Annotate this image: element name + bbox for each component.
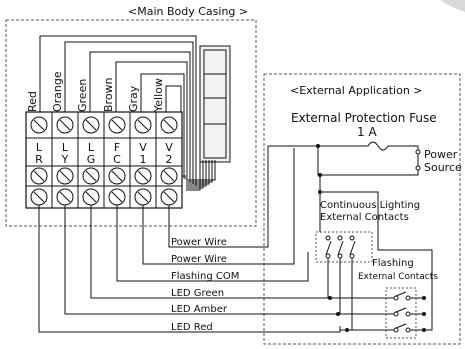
fuse-label: External Protection Fuse [291,111,437,125]
wire-label-power-1: Power Wire [171,237,227,248]
wire-color-yellow: Yellow [152,78,165,113]
power-terminal-top-icon [415,149,421,155]
corner-decoration [440,0,465,12]
continuous-contacts-box [315,231,373,263]
main-body-casing-box [5,19,257,227]
wire-color-brown: Brown [102,77,115,112]
terminal-top-1: L [36,141,43,154]
terminal-top-4: F [114,141,120,154]
junction-dots [316,144,426,332]
wire-label-led-amber: LED Amber [171,304,228,315]
continuous-label-2: External Contacts [320,212,409,223]
flashing-label-1: Flashing [372,258,414,269]
signal-tower [186,45,231,191]
flashing-contacts-switches [393,291,411,333]
wire-label-led-green: LED Green [171,288,224,299]
wire-color-orange: Orange [51,71,64,112]
terminal-top-2: L [62,141,69,154]
wire-color-red: Red [26,91,39,112]
terminal-bottom-6: 2 [166,153,173,166]
terminal-top-5: V [139,141,147,154]
wire-color-gray: Gray [127,85,140,112]
terminal-bottom-1: R [35,153,43,166]
terminal-bottom-4: C [113,153,121,166]
fuse-icon [317,141,419,176]
terminal-top-3: L [88,141,95,154]
wire-label-power-2: Power Wire [171,254,227,265]
terminal-bottom-3: G [87,153,96,166]
terminal-bottom-2: Y [61,153,69,166]
flashing-label-2: External Contacts [358,272,438,282]
main-body-title: <Main Body Casing > [128,5,248,18]
power-label: Power [424,148,458,161]
continuous-label-1: Continuous Lighting [320,200,420,211]
power-bus-lines [319,175,433,331]
wire-label-led-red: LED Red [171,322,213,333]
wire-label-flashing-com: Flashing COM [171,271,239,282]
flashing-contacts-wires [327,258,424,331]
terminal-block: L L L F V V R Y G C 1 2 [25,111,183,209]
external-title: <External Application > [290,84,423,97]
output-wires [38,145,362,333]
wire-color-labels: Red Orange Green Brown Gray Yellow [26,71,165,113]
terminal-top-6: V [165,141,173,154]
fuse-rating: 1 A [357,125,377,139]
external-application-box [263,73,461,345]
source-label: Source [424,161,462,174]
tower-to-terminal-wires [39,35,197,187]
power-terminal-bottom-icon [415,165,421,171]
terminal-bottom-5: 1 [140,153,147,166]
continuous-contacts-switches [325,235,356,259]
wire-color-green: Green [76,79,89,112]
